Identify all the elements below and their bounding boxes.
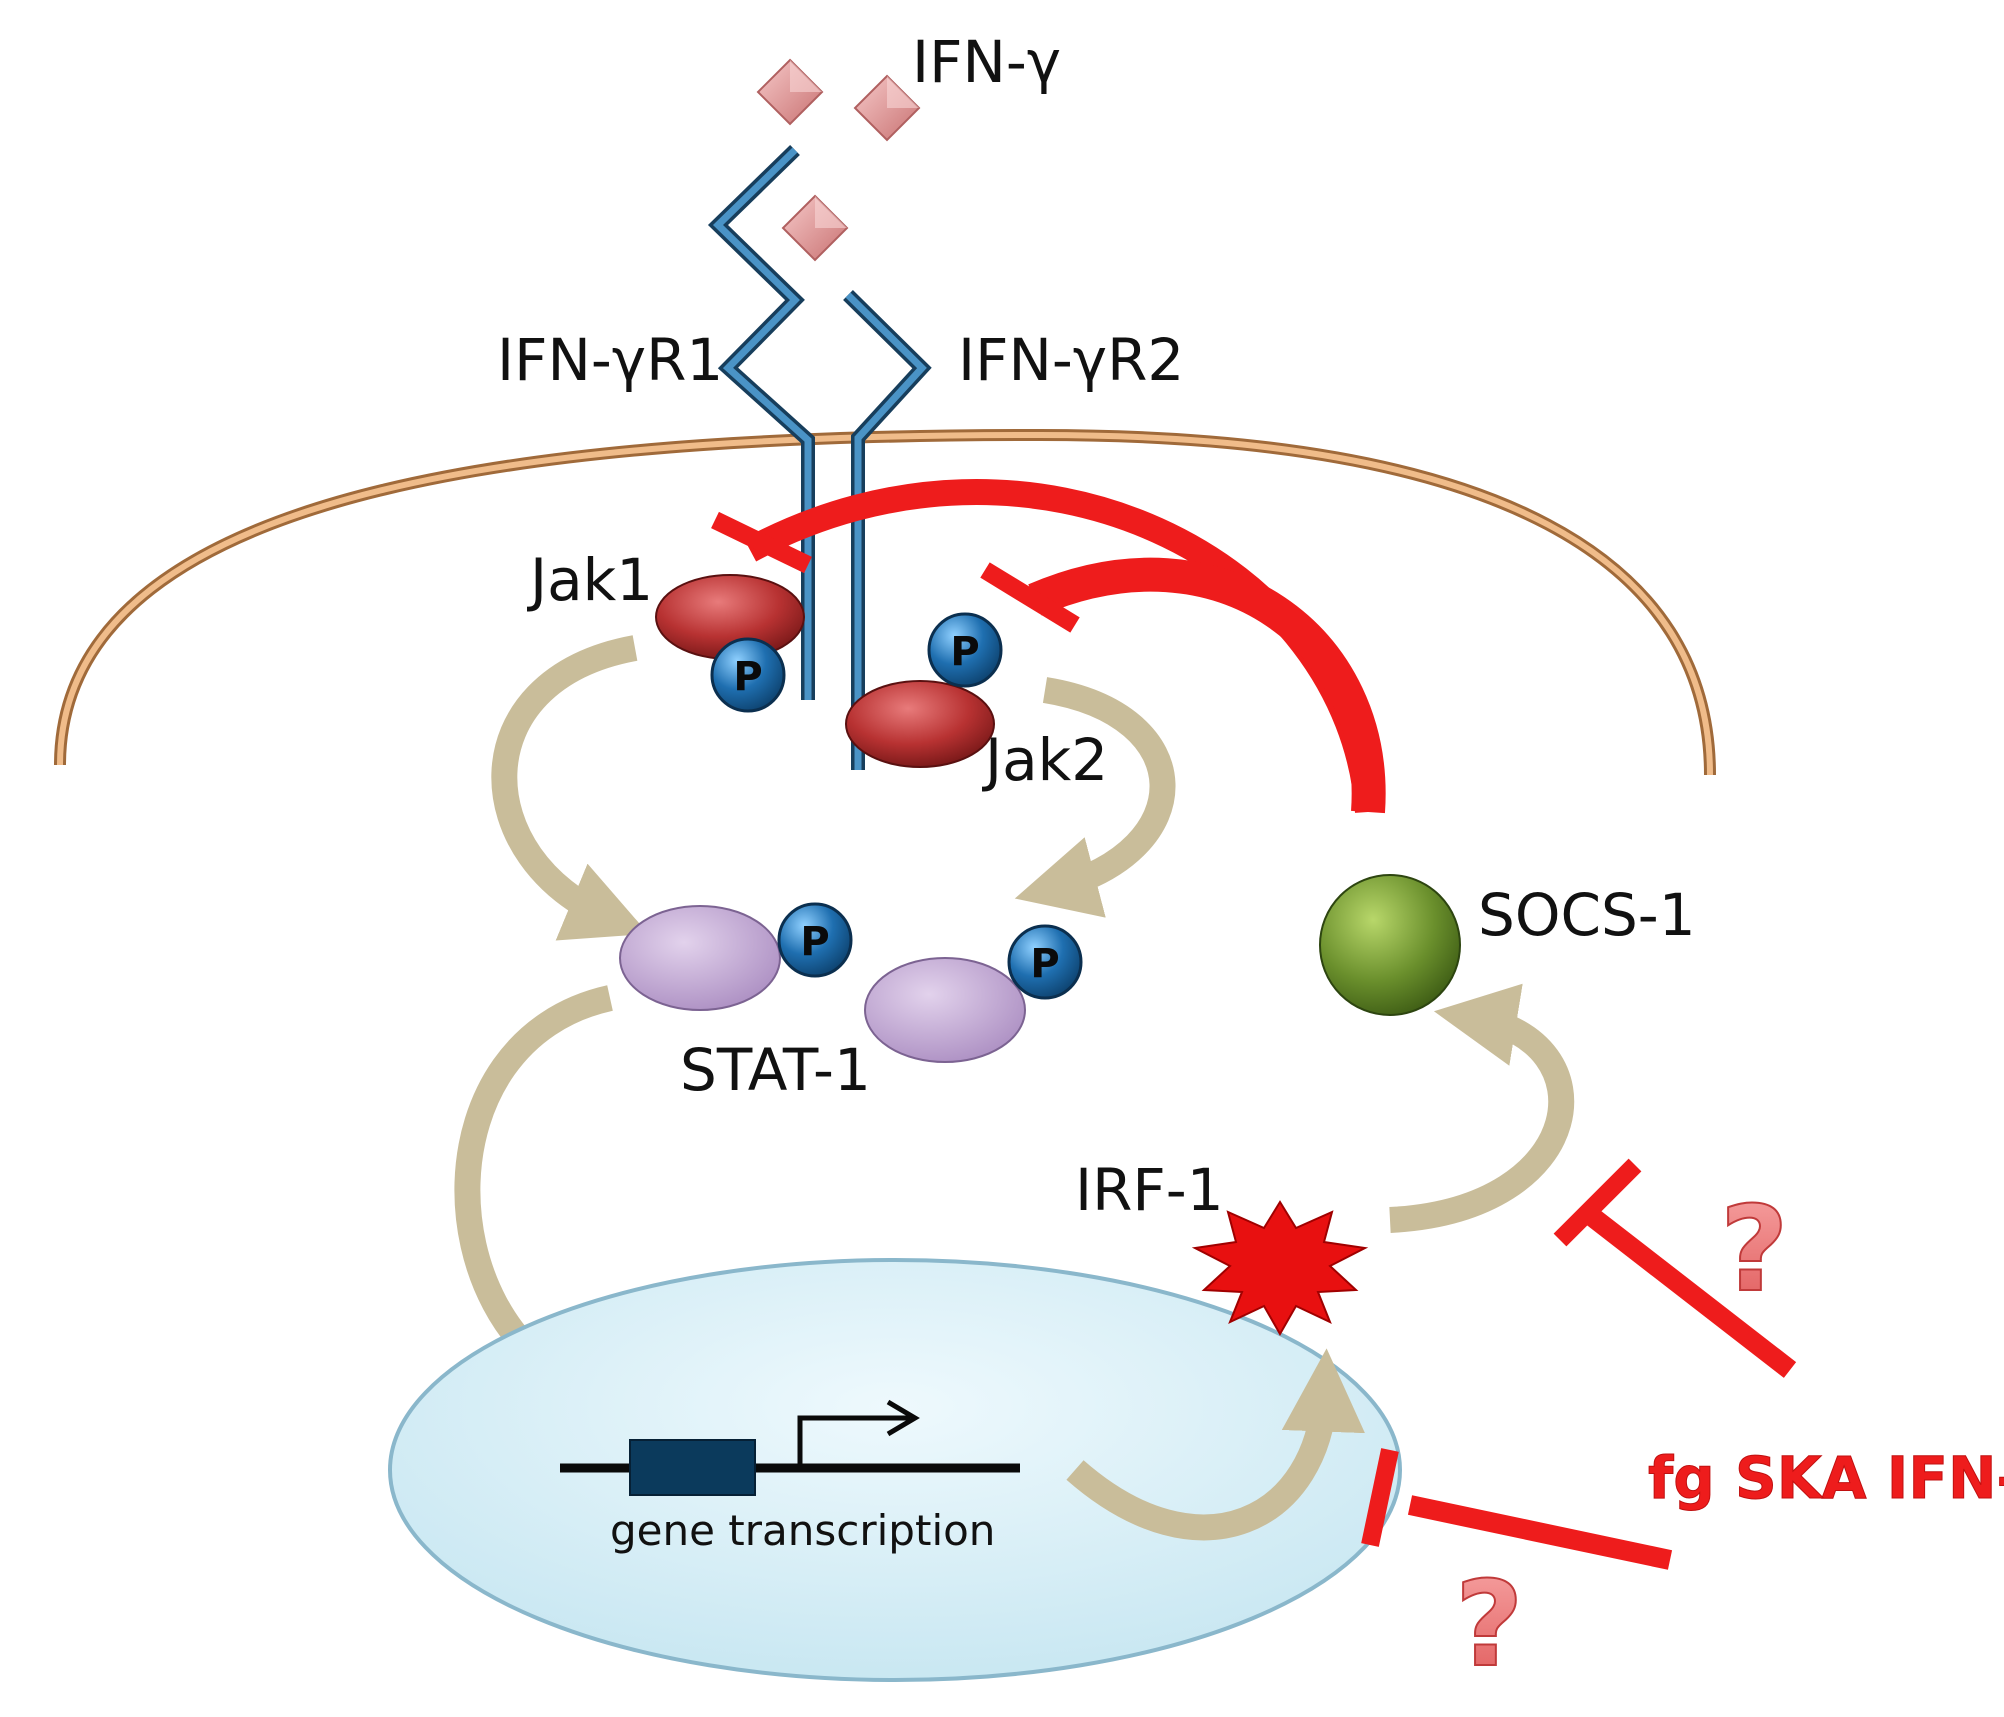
socs1-label: SOCS-1 <box>1478 881 1696 949</box>
inhibition-treatment-lower <box>1407 1495 1673 1570</box>
arrow-jak2-to-stat <box>1014 677 1176 918</box>
transcription-start-arrow <box>797 1415 910 1468</box>
phospho-icon <box>927 612 1003 688</box>
stat1-right-phospho: P <box>1007 924 1083 1000</box>
phospho-icon <box>710 637 786 713</box>
transcription-arrowhead <box>886 1399 920 1437</box>
inhibition-bar-jak2 <box>980 562 1080 633</box>
stat1-left-phospho: P <box>777 902 853 978</box>
receptor-ifngr2 <box>843 290 932 770</box>
cell-membrane-highlight <box>57 431 1713 776</box>
arrow-jak1-to-stat <box>491 635 649 941</box>
phospho-icon <box>1007 924 1083 1000</box>
ifn-gamma-label: IFN-γ <box>912 28 1061 96</box>
inhibition-treatment-upper <box>1583 1207 1797 1378</box>
jak2-phospho: P <box>927 612 1003 688</box>
question-mark-upper: ? <box>1720 1180 1788 1318</box>
gene-promoter-box <box>629 1439 756 1496</box>
jak2-protein <box>845 680 995 768</box>
socs1-protein <box>1319 874 1461 1016</box>
phospho-label: P <box>800 919 829 965</box>
phospho-label: P <box>733 654 762 700</box>
ligand-diamond-3 <box>781 194 849 262</box>
inhibition-socs1-to-jak2 <box>1028 557 1386 814</box>
stat1-label: STAT-1 <box>680 1036 871 1104</box>
receptor-ifngr1 <box>707 144 815 700</box>
ifngr2-label: IFN-γR2 <box>958 326 1184 394</box>
inhibition-bar-lower <box>1361 1448 1399 1547</box>
inhibition-bar-upper <box>1553 1158 1642 1247</box>
ligand-diamond-2 <box>853 74 921 142</box>
arrow-nucleus-to-irf1 <box>1066 1348 1365 1541</box>
inhibition-bar-jak1 <box>711 511 812 574</box>
irf1-protein <box>1191 1200 1369 1337</box>
phospho-label: P <box>950 629 979 675</box>
gene-transcription-label: gene transcription <box>610 1506 995 1555</box>
ligand-diamond-1 <box>756 58 824 126</box>
arrow-irf1-to-socs1 <box>1389 983 1575 1233</box>
ifngr1-label: IFN-γR1 <box>497 326 723 394</box>
irf1-label: IRF-1 <box>1075 1156 1224 1224</box>
treatment-label: fg SKA IFN-γ <box>1648 1444 2004 1512</box>
jak1-phospho: P <box>710 637 786 713</box>
phospho-icon <box>777 902 853 978</box>
jak1-label: Jak1 <box>527 546 653 614</box>
phospho-label: P <box>1030 941 1059 987</box>
stat1-protein-right <box>864 957 1026 1063</box>
stat1-protein-left <box>619 905 781 1011</box>
jak2-label: Jak2 <box>982 726 1108 794</box>
question-mark-lower: ? <box>1455 1555 1523 1693</box>
